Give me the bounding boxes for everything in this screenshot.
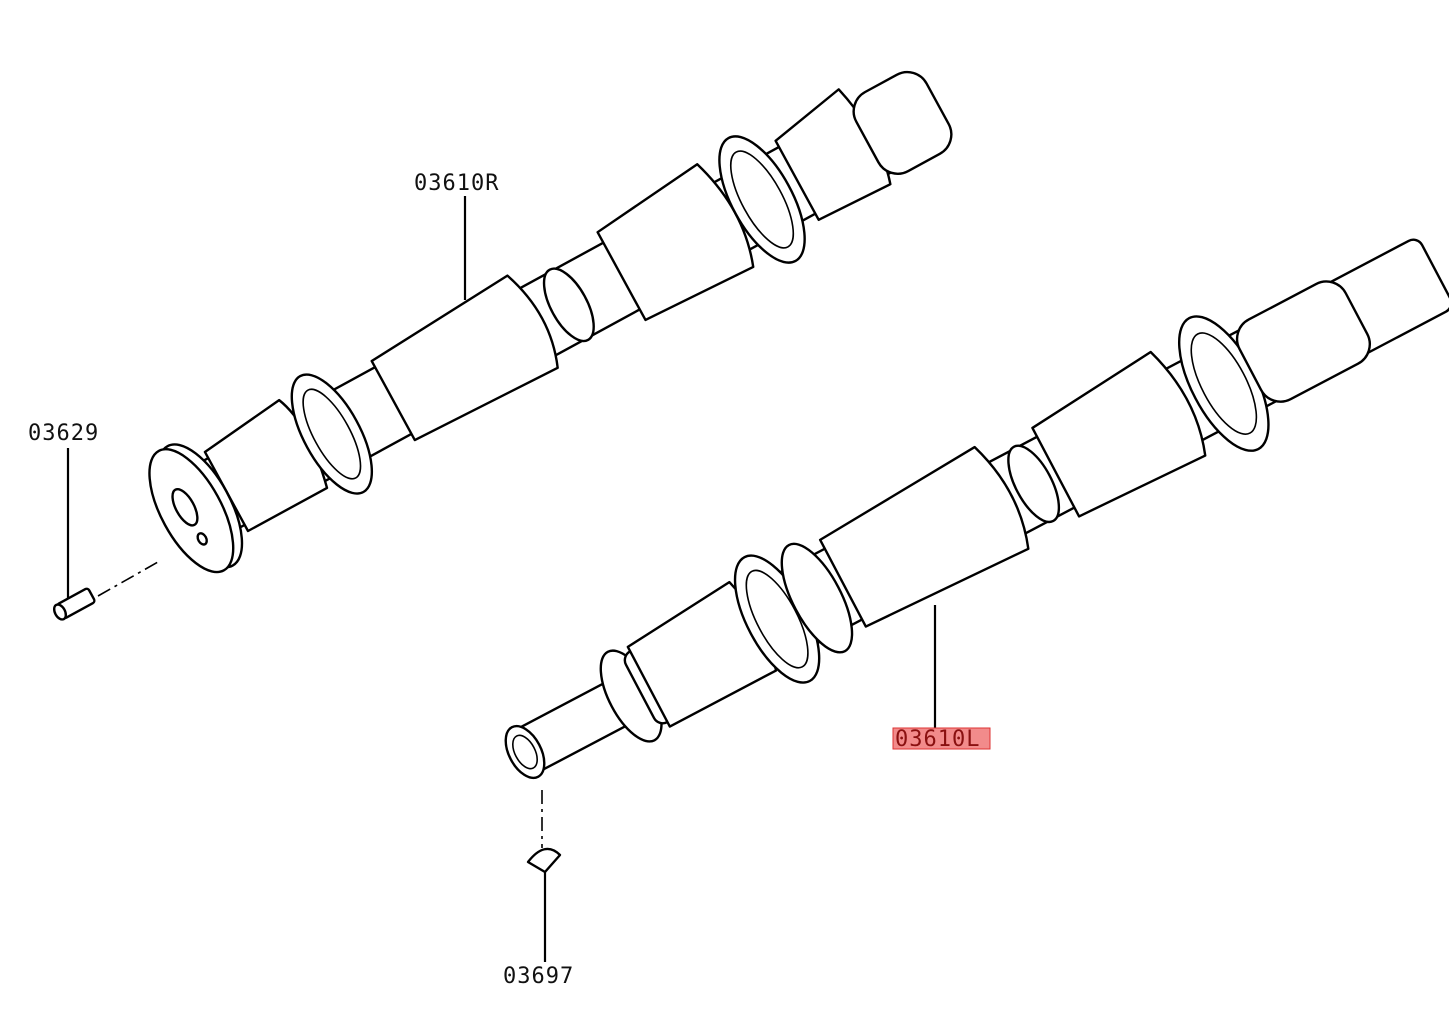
- pin-part[interactable]: [52, 587, 96, 622]
- label-03610L[interactable]: 03610L: [895, 727, 980, 752]
- camshaft-right[interactable]: [131, 42, 971, 586]
- label-03697[interactable]: 03697: [503, 964, 574, 989]
- label-highlight: [892, 727, 991, 750]
- label-03610R[interactable]: 03610R: [414, 171, 499, 196]
- pin-assembly-line: [97, 561, 159, 597]
- camshaft-left[interactable]: [476, 206, 1449, 825]
- key-part[interactable]: [526, 847, 562, 874]
- label-03629[interactable]: 03629: [28, 421, 99, 446]
